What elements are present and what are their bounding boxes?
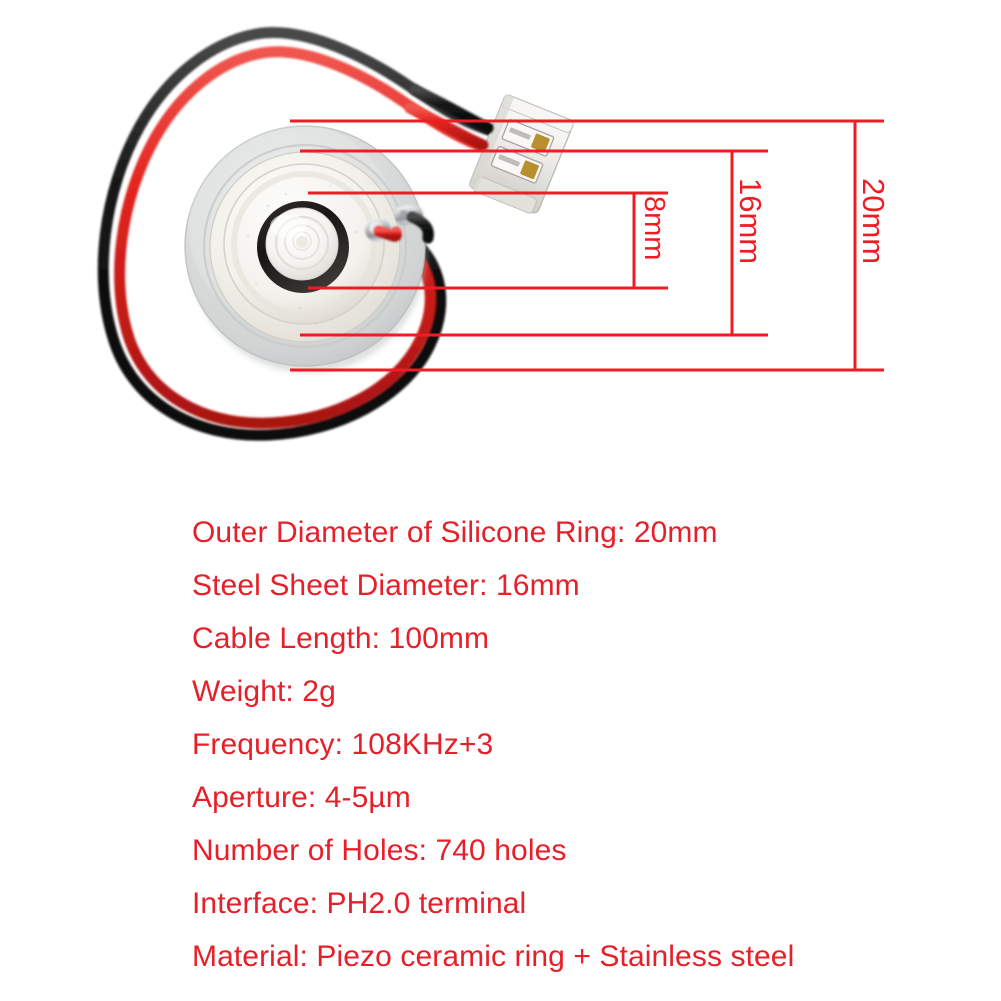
mesh-ring-outer (274, 215, 330, 271)
terminal-wire-stubs (373, 211, 434, 244)
spec-item-aperture: Aperture: 4-5µm (192, 781, 411, 814)
crimp-tab-shadow (400, 210, 407, 220)
ph20-connector (468, 93, 574, 214)
ceramic-texture (236, 184, 358, 326)
piezo-ring-bevel (231, 171, 377, 317)
connector-side-shade (468, 93, 515, 190)
pin-contact-2 (520, 160, 539, 180)
red-wire (114, 46, 493, 429)
spec-item-frequency: Frequency: 108KHz+3 (192, 728, 494, 761)
spec-item-steel-sheet-diameter: Steel Sheet Diameter: 16mm (192, 569, 580, 602)
spec-item-cable-length: Cable Length: 100mm (192, 622, 490, 655)
product-photo-illustration (97, 27, 574, 441)
spec-item-material: Material: Piezo ceramic ring + Stainless… (192, 940, 795, 973)
piezo-ring-edge (223, 163, 385, 325)
atomizer-disc (184, 123, 427, 373)
black-wire (97, 27, 498, 441)
specification-list: Outer Diameter of Silicone Ring: 20mm St… (192, 506, 952, 983)
spec-item-weight: Weight: 2g (192, 675, 336, 708)
spec-item-interface: Interface: PH2.0 terminal (192, 887, 527, 920)
silicone-inner-lip (202, 143, 408, 349)
red-wire-tail (404, 102, 489, 151)
mesh-specular-highlight (270, 214, 306, 238)
pin-rail-2 (498, 154, 520, 167)
red-wire-stub (373, 225, 402, 242)
black-wire-tail (409, 84, 494, 134)
silicone-ring-edge (184, 125, 426, 367)
pin-rail-1 (509, 127, 531, 140)
black-wire-stub (406, 211, 434, 244)
connector-wire-tails (404, 84, 494, 151)
pin-contact-1 (531, 133, 550, 153)
micro-hole-aperture (296, 236, 308, 248)
mesh-plate-edge (265, 207, 339, 281)
connector-pin-slots (490, 119, 555, 184)
spec-item-outer-diameter: Outer Diameter of Silicone Ring: 20mm (192, 516, 718, 549)
cable-wires (97, 27, 498, 441)
spec-item-number-of-holes: Number of Holes: 740 holes (192, 834, 567, 867)
product-photo: 8mm 16mm 20mm (0, 0, 1001, 490)
